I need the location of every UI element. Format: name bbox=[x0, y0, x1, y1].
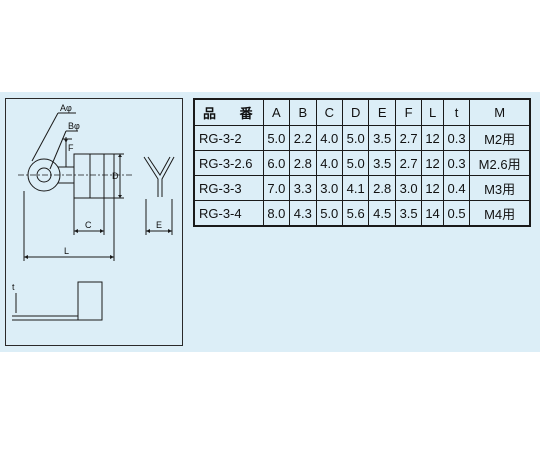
table-row: RG-3-2 5.0 2.2 4.0 5.0 3.5 2.7 12 0.3 M2… bbox=[193, 125, 531, 151]
header-a: A bbox=[262, 98, 291, 126]
cell-m: M2.6用 bbox=[469, 150, 531, 176]
cell-t: 0.5 bbox=[442, 200, 471, 227]
spec-table: 品 番 A B C D E F L t M RG-3-2 5.0 2.2 4.0… bbox=[193, 98, 531, 227]
label-l: L bbox=[64, 246, 69, 256]
table-row: RG-3-2.6 6.0 2.8 4.0 5.0 3.5 2.7 12 0.3 … bbox=[193, 150, 531, 176]
label-a-phi: Aφ bbox=[60, 103, 72, 113]
header-t: t bbox=[442, 98, 471, 126]
header-e: E bbox=[368, 98, 396, 126]
cell-f: 3.5 bbox=[394, 200, 423, 227]
cell-e: 3.5 bbox=[368, 125, 396, 151]
header-d: D bbox=[341, 98, 370, 126]
label-c: C bbox=[85, 220, 92, 230]
cell-e: 4.5 bbox=[368, 200, 396, 227]
cell-a: 5.0 bbox=[262, 125, 291, 151]
cell-d: 4.1 bbox=[341, 175, 370, 201]
drawing-svg: Aφ Bφ F D C E L t bbox=[12, 103, 175, 321]
cell-m: M4用 bbox=[469, 200, 531, 227]
label-f: F bbox=[68, 143, 74, 153]
cell-l: 12 bbox=[421, 150, 444, 176]
cell-t: 0.4 bbox=[442, 175, 471, 201]
cell-f: 2.7 bbox=[394, 150, 423, 176]
cell-b: 2.8 bbox=[289, 150, 317, 176]
cell-model: RG-3-4 bbox=[193, 200, 264, 227]
cell-t: 0.3 bbox=[442, 125, 471, 151]
cell-l: 12 bbox=[421, 175, 444, 201]
header-l: L bbox=[421, 98, 444, 126]
label-t: t bbox=[12, 282, 15, 292]
end-view-right bbox=[161, 156, 175, 197]
label-e: E bbox=[156, 220, 162, 230]
cell-c: 4.0 bbox=[315, 150, 343, 176]
cell-e: 2.8 bbox=[368, 175, 396, 201]
cell-model: RG-3-2.6 bbox=[193, 150, 264, 176]
cell-c: 3.0 bbox=[315, 175, 343, 201]
header-f: F bbox=[394, 98, 423, 126]
cell-d: 5.0 bbox=[341, 125, 370, 151]
label-d: D bbox=[112, 171, 119, 181]
cell-model: RG-3-3 bbox=[193, 175, 264, 201]
cell-f: 3.0 bbox=[394, 175, 423, 201]
cell-d: 5.0 bbox=[341, 150, 370, 176]
cell-a: 7.0 bbox=[262, 175, 291, 201]
side-view-barrel bbox=[77, 281, 103, 321]
technical-drawing: Aφ Bφ F D C E L t bbox=[5, 98, 183, 346]
cell-l: 14 bbox=[421, 200, 444, 227]
cell-b: 2.2 bbox=[289, 125, 317, 151]
header-model: 品 番 bbox=[193, 98, 264, 126]
cell-m: M2用 bbox=[469, 125, 531, 151]
label-b-phi: Bφ bbox=[68, 121, 80, 131]
header-c: C bbox=[315, 98, 343, 126]
header-m: M bbox=[469, 98, 531, 126]
cell-f: 2.7 bbox=[394, 125, 423, 151]
header-b: B bbox=[289, 98, 317, 126]
cell-d: 5.6 bbox=[341, 200, 370, 227]
cell-a: 8.0 bbox=[262, 200, 291, 227]
cell-b: 4.3 bbox=[289, 200, 317, 227]
cell-c: 5.0 bbox=[315, 200, 343, 227]
cell-a: 6.0 bbox=[262, 150, 291, 176]
cell-t: 0.3 bbox=[442, 150, 471, 176]
cell-e: 3.5 bbox=[368, 150, 396, 176]
barrel bbox=[73, 153, 115, 199]
table-row: RG-3-4 8.0 4.3 5.0 5.6 4.5 3.5 14 0.5 M4… bbox=[193, 200, 531, 227]
cell-b: 3.3 bbox=[289, 175, 317, 201]
table-header-row: 品 番 A B C D E F L t M bbox=[193, 98, 531, 126]
table-row: RG-3-3 7.0 3.3 3.0 4.1 2.8 3.0 12 0.4 M3… bbox=[193, 175, 531, 201]
cell-l: 12 bbox=[421, 125, 444, 151]
cell-model: RG-3-2 bbox=[193, 125, 264, 151]
end-view-left bbox=[143, 156, 159, 197]
cell-c: 4.0 bbox=[315, 125, 343, 151]
cell-m: M3用 bbox=[469, 175, 531, 201]
